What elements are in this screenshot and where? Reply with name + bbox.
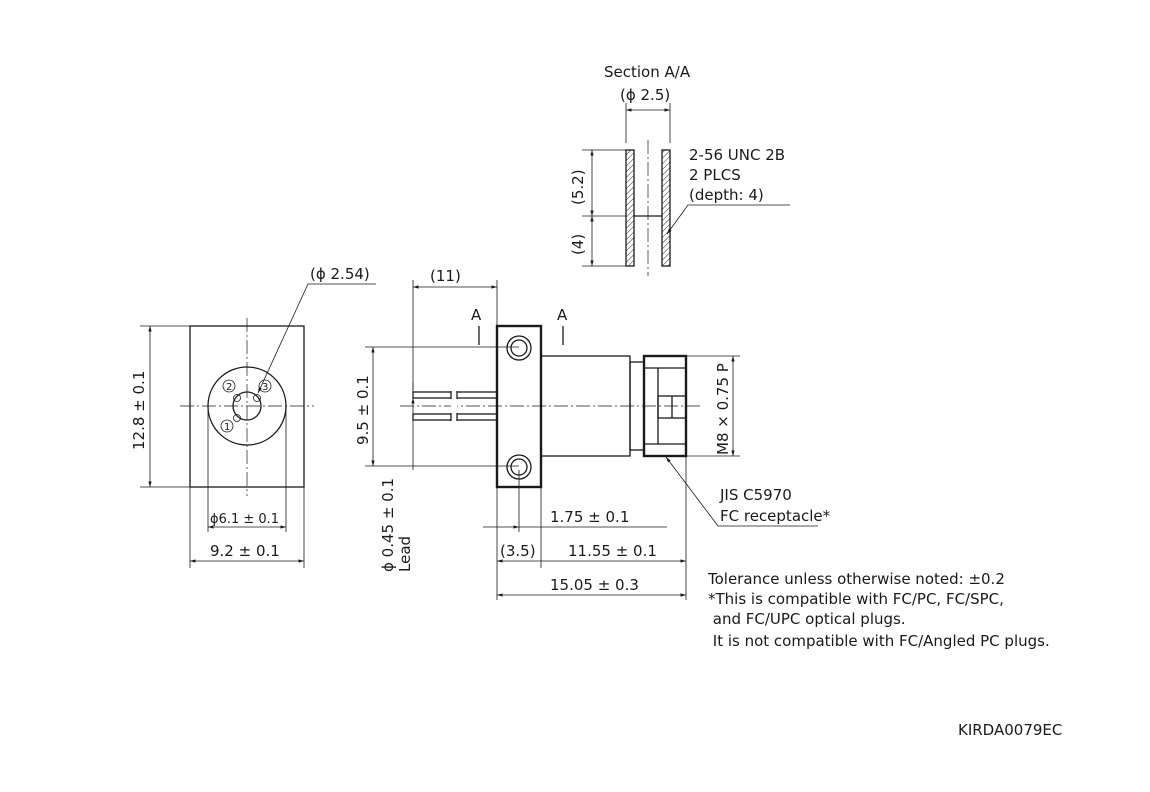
section-title: Section A/A	[604, 63, 691, 81]
note-line: Tolerance unless otherwise noted: ±0.2	[707, 570, 1005, 588]
pin-hole	[253, 394, 261, 402]
section-diameter-label: (ϕ 2.5)	[620, 86, 670, 104]
side-lead-label: Lead	[396, 536, 414, 572]
front-inner-dia-dim: ϕ6.1 ± 0.1	[210, 512, 279, 527]
note-line: *This is compatible with FC/PC, FC/SPC,	[708, 590, 1004, 608]
section-view: Section A/A (ϕ 2.5) (5.2) (4) 2-56 UNC 2…	[569, 63, 790, 276]
section-thread-line1: 2-56 UNC 2B	[689, 146, 785, 164]
pin-label-1: 1	[224, 422, 230, 433]
side-view: (11) A A 9.5 ± 0.1 ϕ 0.45 ± 0.1 Lead M8 …	[354, 267, 831, 600]
note-line: and FC/UPC optical plugs.	[708, 610, 906, 628]
notes: Tolerance unless otherwise noted: ±0.2 *…	[707, 570, 1050, 650]
side-lead-length: (11)	[430, 267, 461, 285]
front-width-dim: 9.2 ± 0.1	[210, 542, 280, 560]
receptacle-line1: JIS C5970	[719, 486, 792, 504]
side-dim-1-75: 1.75 ± 0.1	[550, 508, 629, 526]
pin-label-3: 3	[262, 382, 268, 393]
section-mark-right: A	[557, 306, 568, 324]
side-dim-15-05: 15.05 ± 0.3	[550, 576, 639, 594]
receptacle-line2: FC receptacle*	[720, 507, 831, 525]
side-hole-spacing: 9.5 ± 0.1	[354, 375, 372, 445]
side-dim-3-5: (3.5)	[500, 542, 536, 560]
side-thread-dim: M8 × 0.75 P	[714, 363, 732, 455]
section-wall-left	[625, 149, 635, 267]
section-mark-left: A	[471, 306, 482, 324]
section-dim-upper: (5.2)	[569, 169, 587, 205]
note-line: It is not compatible with FC/Angled PC p…	[708, 632, 1050, 650]
section-dim-lower: (4)	[569, 234, 587, 255]
side-lead-dia: ϕ 0.45 ± 0.1	[379, 478, 397, 572]
front-height-dim: 12.8 ± 0.1	[130, 371, 148, 450]
section-wall-right	[661, 149, 671, 267]
pin-label-2: 2	[226, 382, 232, 393]
front-pin-circle-dia: (ϕ 2.54)	[310, 265, 370, 283]
section-thread-line2: 2 PLCS	[689, 166, 741, 184]
front-view: 2 3 1 (ϕ 2.54) 12.8 ± 0.1 ϕ6.1 ± 0.1 9.2…	[130, 265, 376, 568]
drawing-id: KIRDA0079EC	[958, 721, 1062, 739]
pin-hole	[233, 394, 241, 402]
section-thread-line3: (depth: 4)	[689, 186, 764, 204]
side-flange	[495, 324, 543, 489]
side-dim-11-55: 11.55 ± 0.1	[568, 542, 657, 560]
pin-hole	[233, 414, 241, 422]
